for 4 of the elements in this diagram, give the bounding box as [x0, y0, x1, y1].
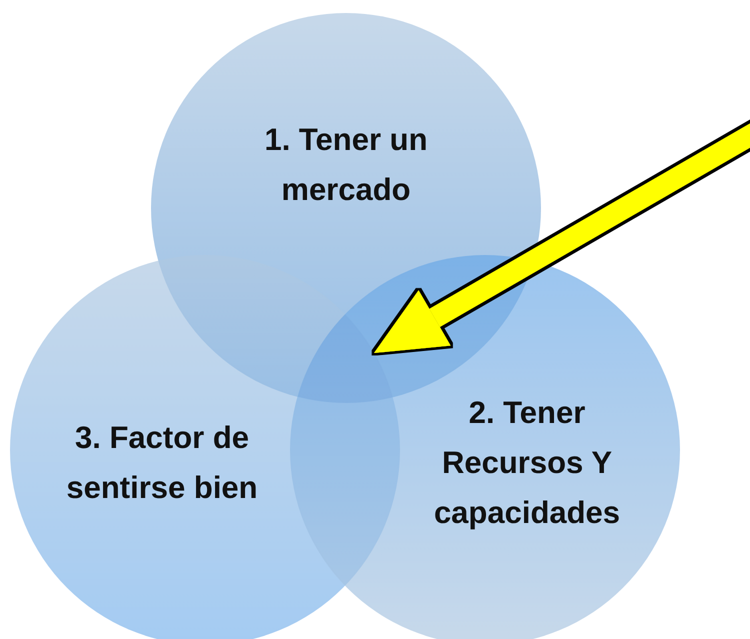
overlap-region [298, 314, 393, 403]
circle-label: 2. Tener Recursos Y capacidades [432, 394, 622, 532]
circle-label: 3. Factor de sentirse bien [65, 419, 259, 507]
circle-label: 1. Tener un mercado [263, 121, 429, 209]
